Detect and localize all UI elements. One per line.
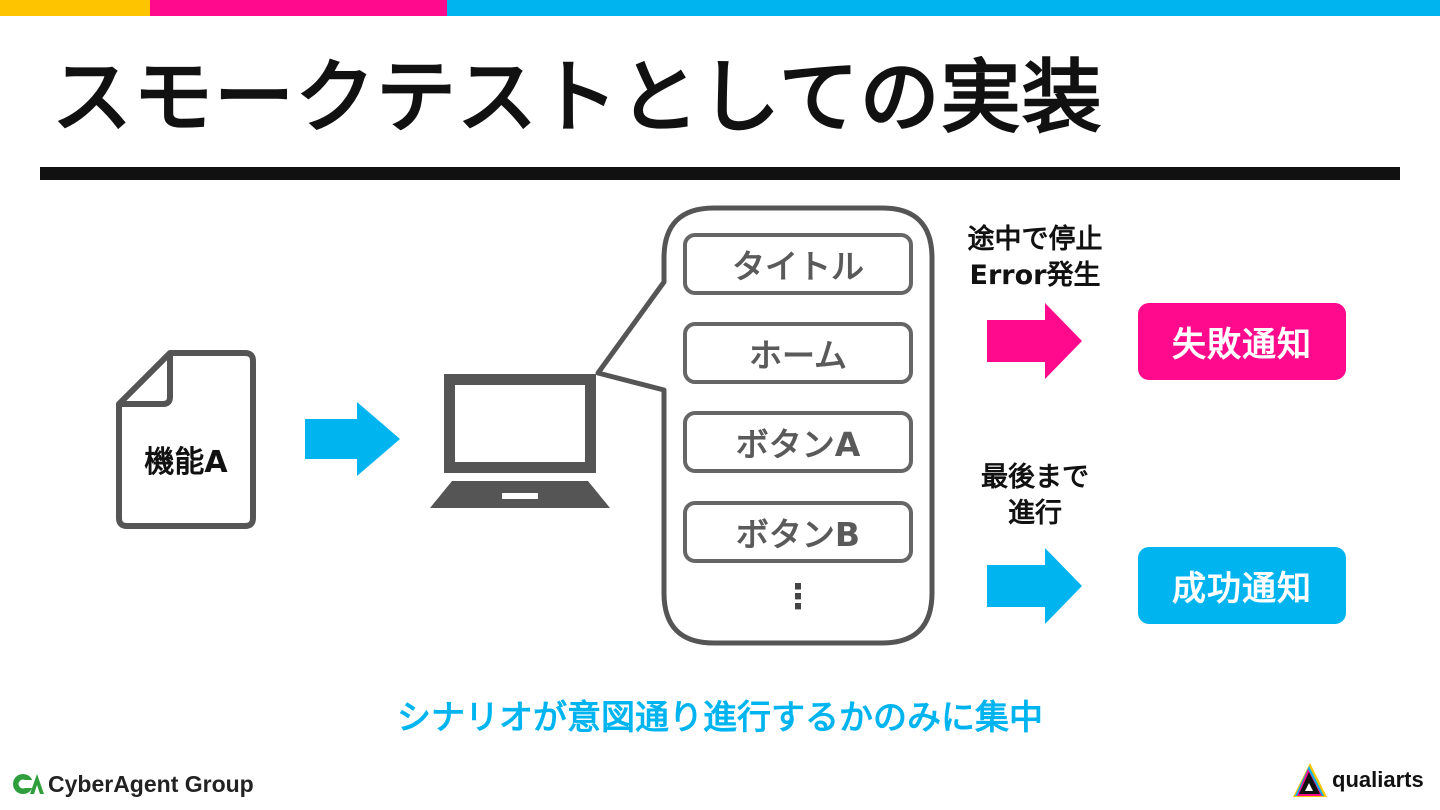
laptop-icon — [430, 374, 610, 508]
fail-condition-line1: 途中で停止 — [967, 224, 1103, 255]
cyberagent-logo-text: CyberAgent Group — [48, 770, 254, 797]
top-bar-cyan — [447, 0, 1440, 16]
cyberagent-mark-icon — [13, 774, 44, 794]
qualiarts-logo-text: qualiarts — [1332, 767, 1424, 792]
qualiarts-mark-icon — [1293, 763, 1327, 797]
success-notification: 成功通知 — [1138, 547, 1346, 624]
screen-item-button-a: ボタンA — [683, 411, 913, 473]
arrow-to-laptop-icon — [305, 402, 400, 476]
slide-title: スモークテストとしての実装 — [52, 51, 1103, 144]
screen-item-title: タイトル — [683, 233, 913, 295]
more-screens-ellipsis: ⋮ — [781, 577, 815, 617]
success-condition: 最後まで 進行 — [940, 460, 1130, 532]
fail-condition: 途中で停止 Error発生 — [940, 222, 1130, 294]
document-icon — [116, 350, 256, 529]
screen-item-home: ホーム — [683, 322, 913, 384]
top-bar-yellow — [0, 0, 150, 16]
screen-item-button-b: ボタンB — [683, 501, 913, 563]
fail-condition-line2: Error発生 — [969, 260, 1101, 291]
title-underline — [40, 167, 1400, 180]
fail-arrow-icon — [987, 303, 1082, 379]
fail-notification: 失敗通知 — [1138, 303, 1346, 380]
top-bar-magenta — [150, 0, 447, 16]
cyberagent-logo: CyberAgent Group — [12, 768, 254, 800]
summary-text: シナリオが意図通り進行するかのみに集中 — [397, 698, 1043, 738]
qualiarts-logo: qualiarts — [1292, 760, 1424, 800]
success-condition-line1: 最後まで — [981, 462, 1089, 493]
success-arrow-icon — [987, 548, 1082, 624]
success-condition-line2: 進行 — [1008, 498, 1062, 529]
feature-label: 機能A — [144, 445, 228, 480]
